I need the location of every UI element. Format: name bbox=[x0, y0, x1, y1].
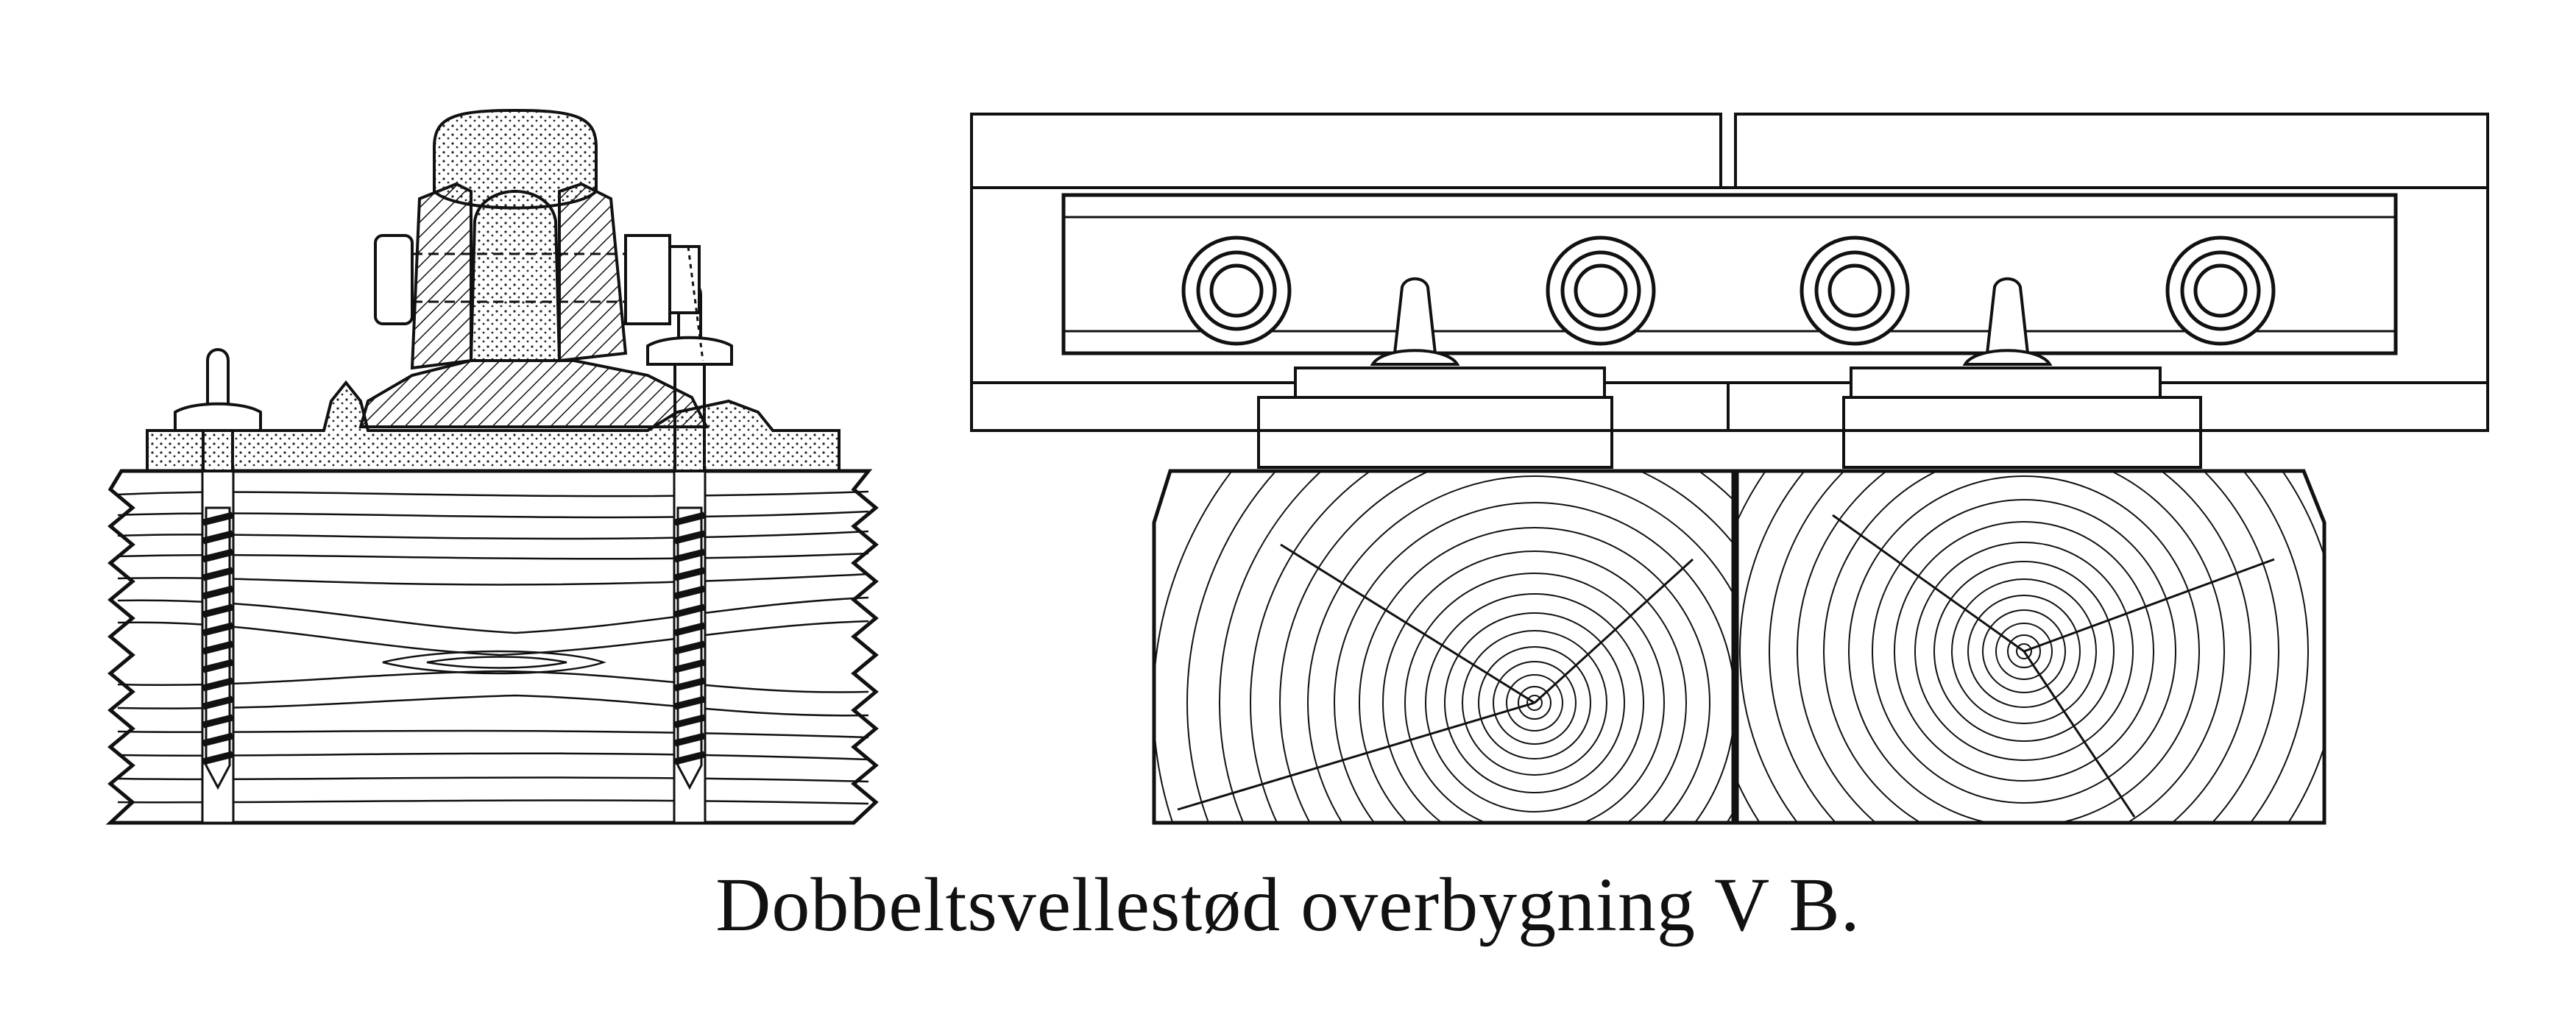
fishplate-right bbox=[558, 182, 628, 363]
bolt-1 bbox=[1181, 236, 1292, 346]
tie-plate-left bbox=[1257, 277, 1613, 469]
sleeper-end-right bbox=[1735, 469, 2326, 825]
tie-plate-right bbox=[1842, 277, 2202, 469]
bolt-4 bbox=[2165, 236, 2276, 346]
rail-web bbox=[469, 189, 562, 362]
bolt-3 bbox=[1800, 236, 1910, 346]
fish-bolt bbox=[374, 234, 704, 361]
sleeper-end-left bbox=[1152, 469, 1735, 825]
fishplate-left bbox=[410, 182, 473, 370]
bolt-2 bbox=[1546, 236, 1656, 346]
side-elevation-view bbox=[970, 113, 2489, 825]
wood-grain-lines bbox=[117, 490, 869, 805]
figure-caption: Dobbeltsvellestød overbygning V B. bbox=[715, 863, 1861, 947]
rail-foot bbox=[358, 359, 710, 428]
fish-bolts-elevation bbox=[1181, 236, 2276, 346]
cross-section-view bbox=[105, 108, 879, 825]
rail-head bbox=[433, 108, 598, 210]
